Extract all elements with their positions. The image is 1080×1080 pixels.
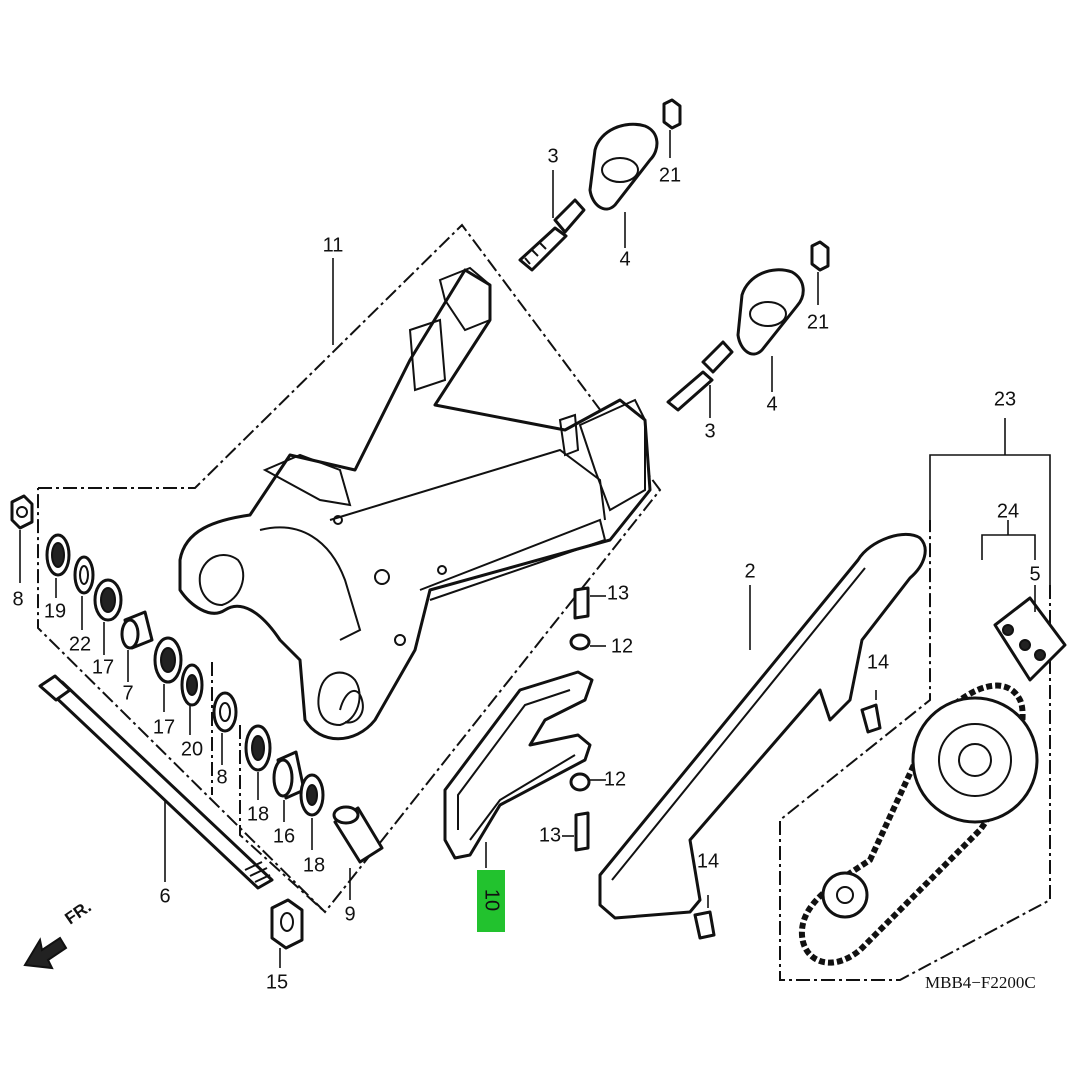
part-label-19: 19 <box>44 600 66 622</box>
part-label-4-upper: 4 <box>619 248 630 270</box>
part-label-5: 5 <box>1029 563 1040 585</box>
chain-slider <box>443 586 606 868</box>
part-label-11: 11 <box>323 234 344 256</box>
part-label-23: 23 <box>994 388 1016 410</box>
part-label-21-lower: 21 <box>807 311 829 333</box>
part-label-14-upper: 14 <box>867 651 889 673</box>
part-labels: 11 3 4 21 21 4 3 23 24 5 2 13 12 14 12 1… <box>12 145 1040 993</box>
front-direction-arrow: FR. <box>23 897 95 970</box>
part-label-17-upper: 17 <box>92 656 114 678</box>
chain-adjusters <box>518 98 830 418</box>
drive-chain-group <box>779 418 1067 981</box>
part-label-18-left: 18 <box>247 803 269 825</box>
swingarm-group-outline <box>37 223 662 914</box>
part-label-16: 16 <box>273 825 295 847</box>
part-label-17-lower: 17 <box>153 716 175 738</box>
part-label-18-right: 18 <box>303 854 325 876</box>
highlight-part-10 <box>477 870 505 932</box>
drawing-code: MBB4−F2200C <box>925 973 1036 992</box>
part-label-2: 2 <box>744 560 755 582</box>
part-label-20: 20 <box>181 738 203 760</box>
part-label-12-lower: 12 <box>604 768 626 790</box>
part-label-13-lower: 13 <box>539 824 561 846</box>
part-label-3-lower: 3 <box>704 420 715 442</box>
part-label-8-upper: 8 <box>12 588 23 610</box>
chain-case <box>598 532 927 940</box>
part-label-14-lower: 14 <box>697 850 719 872</box>
front-direction-label: FR. <box>61 897 94 928</box>
part-label-24: 24 <box>997 500 1019 522</box>
part-label-9: 9 <box>344 903 355 925</box>
part-label-3-upper: 3 <box>547 145 558 167</box>
swingarm <box>178 266 652 741</box>
part-label-8-lower: 8 <box>216 766 227 788</box>
part-label-4-lower: 4 <box>766 393 777 415</box>
part-label-22: 22 <box>69 633 91 655</box>
part-label-7: 7 <box>122 682 133 704</box>
part-label-6: 6 <box>159 885 170 907</box>
part-label-10: 10 <box>481 889 503 911</box>
part-label-21-upper: 21 <box>659 164 681 186</box>
pivot-hardware <box>10 494 384 968</box>
part-label-15: 15 <box>266 971 288 993</box>
part-label-13-upper: 13 <box>607 582 629 604</box>
part-label-12-upper: 12 <box>611 635 633 657</box>
